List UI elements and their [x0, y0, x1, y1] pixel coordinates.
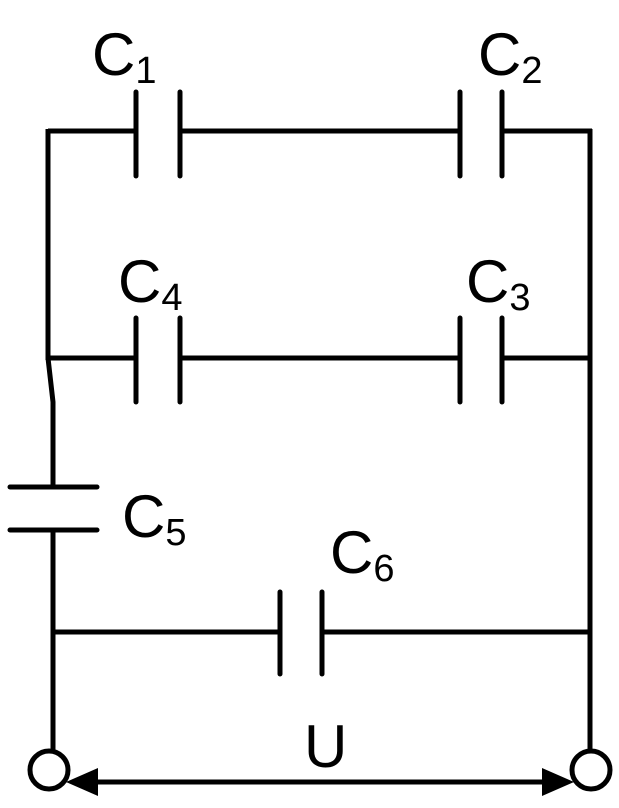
capacitor-c2: [457, 89, 505, 179]
capacitor-c1: [133, 89, 183, 179]
wire: [45, 357, 56, 487]
middle-branch: [48, 315, 592, 405]
label-c2: C2: [478, 21, 542, 92]
capacitor-c5: [7, 484, 100, 533]
top-branch: [48, 89, 592, 179]
arrow-head-left: [66, 768, 98, 796]
terminal-left: [27, 748, 71, 792]
capacitor-c3: [457, 315, 505, 405]
label-c3: C3: [466, 248, 530, 319]
voltage-arrow: [66, 768, 574, 796]
terminal-right: [569, 748, 613, 792]
capacitor-c6: [277, 589, 325, 677]
capacitor-c4: [133, 315, 183, 405]
arrow-head-right: [542, 768, 574, 796]
label-c1: C1: [92, 21, 156, 92]
left-side: [7, 129, 100, 752]
voltage-label: U: [304, 713, 347, 780]
label-c4: C4: [118, 248, 182, 319]
label-c5: C5: [122, 483, 186, 554]
bottom-branch: [51, 589, 592, 677]
label-c6: C6: [330, 519, 394, 590]
